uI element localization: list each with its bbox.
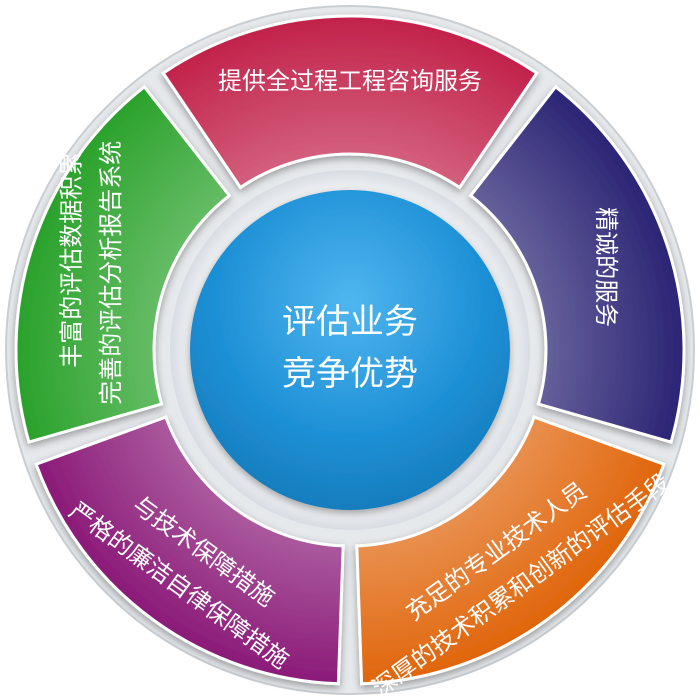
segment-left-line-1: 丰富的评估数据积累 xyxy=(57,152,85,368)
center-title-line-2: 竞争优势 xyxy=(282,354,418,394)
center-title-line-1: 评估业务 xyxy=(282,302,418,342)
segment-right-line-1: 精诚的服务 xyxy=(592,207,620,327)
center-circle xyxy=(190,190,510,510)
segment-left xyxy=(14,84,232,444)
segment-left-line-2: 完善的评估分析报告系统 xyxy=(97,141,125,405)
segment-bottom-left xyxy=(34,415,345,686)
segment-right xyxy=(468,84,686,444)
segment-top xyxy=(161,14,539,190)
segment-bottom-right xyxy=(355,415,666,686)
segment-top-line-1: 提供全过程工程咨询服务 xyxy=(218,67,482,95)
